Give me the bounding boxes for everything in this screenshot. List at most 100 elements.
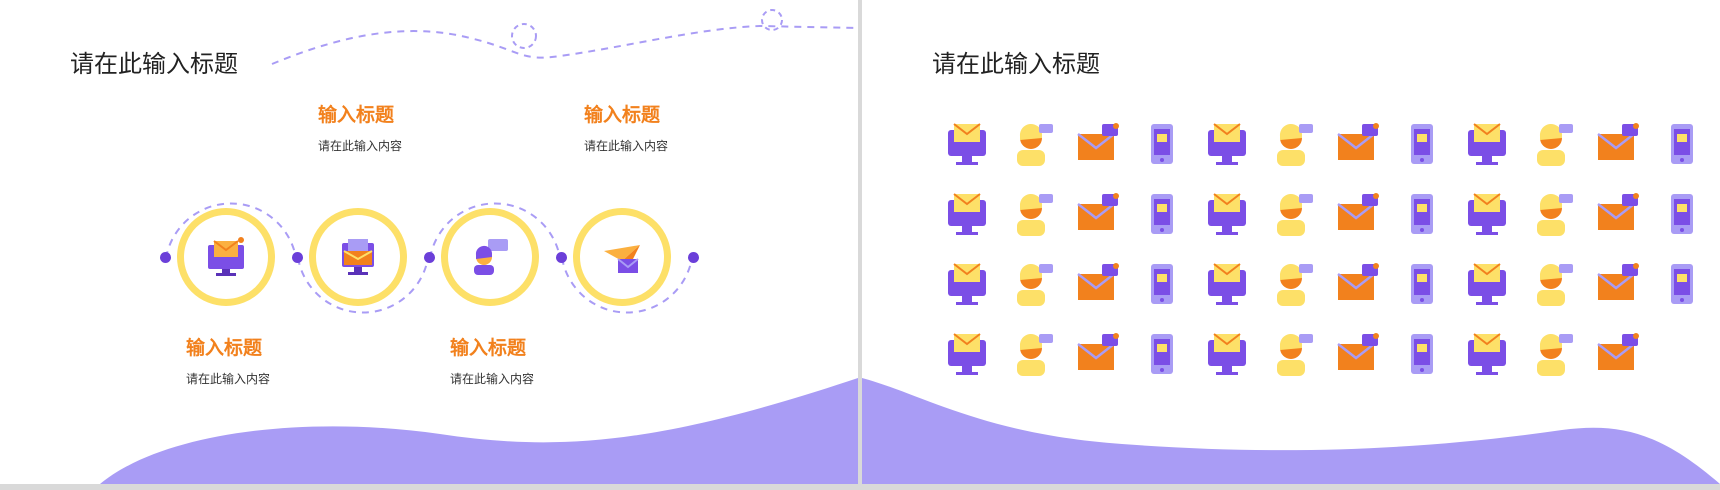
step-body: 请在此输入内容 xyxy=(584,139,669,153)
phone-instagram-icon xyxy=(1072,330,1122,380)
agent-chat-icon xyxy=(1267,260,1317,310)
stamp-icon xyxy=(1072,260,1122,310)
letter-icon xyxy=(1657,260,1707,310)
step-heading: 输入标题 xyxy=(450,337,527,359)
phone-qr-icon xyxy=(942,330,992,380)
social-phone-icon xyxy=(1657,190,1707,240)
envelope-computer-icon xyxy=(1137,120,1187,170)
laptop-envelope-icon-graphic xyxy=(1077,193,1119,230)
phone-twitter-icon-graphic xyxy=(1537,263,1573,306)
timeline-dot xyxy=(424,252,435,263)
fax-icon-graphic xyxy=(948,263,986,305)
phone-qr-icon-graphic xyxy=(948,333,986,375)
mail-chat-icon xyxy=(1592,260,1642,310)
envelope-computer-icon-graphic xyxy=(1151,124,1173,164)
swan-icon-graphic xyxy=(1337,193,1379,230)
funnel-icon-graphic xyxy=(1597,193,1639,230)
phone-chat-icon-graphic xyxy=(1277,193,1313,236)
globe-pin-icon xyxy=(1657,120,1707,170)
wave-background xyxy=(862,378,1720,484)
envelope-computer-icon xyxy=(342,239,374,275)
step-ring-3 xyxy=(441,208,539,306)
headphones-icon xyxy=(1007,260,1057,310)
mailbox-icon-graphic xyxy=(1411,124,1433,164)
bell-icon xyxy=(1267,120,1317,170)
laptop-envelope-icon xyxy=(1072,190,1122,240)
user-avatar-icon xyxy=(1007,120,1057,170)
winged-envelope-icon-graphic xyxy=(1468,123,1506,165)
id-card-chat-icon xyxy=(1332,330,1382,380)
funnel-icon xyxy=(1592,190,1642,240)
parcel-icon-graphic xyxy=(1411,194,1433,234)
step-label-3: 输入标题 请在此输入内容 xyxy=(450,333,534,387)
email-monitor-icon-graphic xyxy=(948,123,986,165)
phone-profile-icon-graphic xyxy=(1151,264,1173,304)
team-users-icon xyxy=(1202,260,1252,310)
step-body: 请在此输入内容 xyxy=(186,372,271,386)
paper-plane-icon xyxy=(1332,120,1382,170)
address-book-icon-graphic xyxy=(1537,333,1573,376)
step-ring-1 xyxy=(177,208,275,306)
hot-air-balloon-icon-graphic xyxy=(1077,123,1119,160)
telephone-icon-graphic xyxy=(1411,264,1433,304)
step-heading: 输入标题 xyxy=(186,337,263,359)
step-body: 请在此输入内容 xyxy=(450,372,535,386)
phone-instagram-icon-graphic xyxy=(1077,333,1119,370)
inbox-icon-graphic xyxy=(1597,333,1639,370)
laptop-mail-icon xyxy=(1527,120,1577,170)
phone-twitter-icon xyxy=(1527,260,1577,310)
notes-icon xyxy=(1202,190,1252,240)
user-avatar-icon-graphic xyxy=(1017,123,1053,166)
slide-right: 请在此输入标题 xyxy=(862,0,1720,484)
timeline-dot xyxy=(292,252,303,263)
step-body: 请在此输入内容 xyxy=(318,139,403,153)
newsletter-icon-graphic xyxy=(1151,334,1173,374)
swan-icon xyxy=(1332,190,1382,240)
document-flow-icon-graphic xyxy=(1337,263,1379,300)
social-phone-icon-graphic xyxy=(1671,194,1693,234)
laptop-mail-icon-graphic xyxy=(1537,123,1573,166)
contact-book-icon xyxy=(1202,330,1252,380)
monitor-chat-icon xyxy=(1462,190,1512,240)
headphones-icon-graphic xyxy=(1017,263,1053,306)
step-heading: 输入标题 xyxy=(584,104,661,126)
support-agent-icon xyxy=(1202,120,1252,170)
stamp-icon-graphic xyxy=(1077,263,1119,300)
calendar-icon xyxy=(942,190,992,240)
handshake-chat-icon-graphic xyxy=(1468,333,1506,375)
mobile-mail-icon-graphic xyxy=(1017,193,1053,236)
notes-icon-graphic xyxy=(1208,193,1246,235)
headset-woman-icon xyxy=(1137,190,1187,240)
document-flow-icon xyxy=(1332,260,1382,310)
paper-plane-icon xyxy=(604,245,640,273)
paper-plane-icon-graphic xyxy=(1337,123,1379,160)
step-label-4: 输入标题 请在此输入内容 xyxy=(584,100,668,154)
mail-search-icon xyxy=(1267,330,1317,380)
step-heading: 输入标题 xyxy=(318,104,395,126)
telephone-icon xyxy=(1397,260,1447,310)
send-mail-icon xyxy=(1462,260,1512,310)
fax-icon xyxy=(942,260,992,310)
paper-plane-route-icon xyxy=(1527,190,1577,240)
winged-envelope-icon xyxy=(1462,120,1512,170)
newsletter-icon xyxy=(1137,330,1187,380)
contact-book-icon-graphic xyxy=(1208,333,1246,375)
wave-background xyxy=(100,378,858,484)
mail-search-icon-graphic xyxy=(1277,333,1313,376)
send-mail-icon-graphic xyxy=(1468,263,1506,305)
support-agent-icon-graphic xyxy=(1208,123,1246,165)
id-card-chat-icon-graphic xyxy=(1337,333,1379,370)
slide-left: 请在此输入标题 xyxy=(0,0,858,484)
globe-pin-icon-graphic xyxy=(1671,124,1693,164)
lifebuoy-icon-graphic xyxy=(1411,334,1433,374)
headset-woman-icon-graphic xyxy=(1151,194,1173,234)
calendar-icon-graphic xyxy=(948,193,986,235)
page-title: 请在此输入标题 xyxy=(932,50,1100,78)
package-icon-graphic xyxy=(1017,333,1053,376)
step-label-1: 输入标题 请在此输入内容 xyxy=(186,333,270,387)
page-title: 请在此输入标题 xyxy=(70,50,238,78)
timeline-dot xyxy=(556,252,567,263)
address-book-icon xyxy=(1527,330,1577,380)
timeline-dot xyxy=(160,252,171,263)
step-label-2: 输入标题 请在此输入内容 xyxy=(318,100,402,154)
